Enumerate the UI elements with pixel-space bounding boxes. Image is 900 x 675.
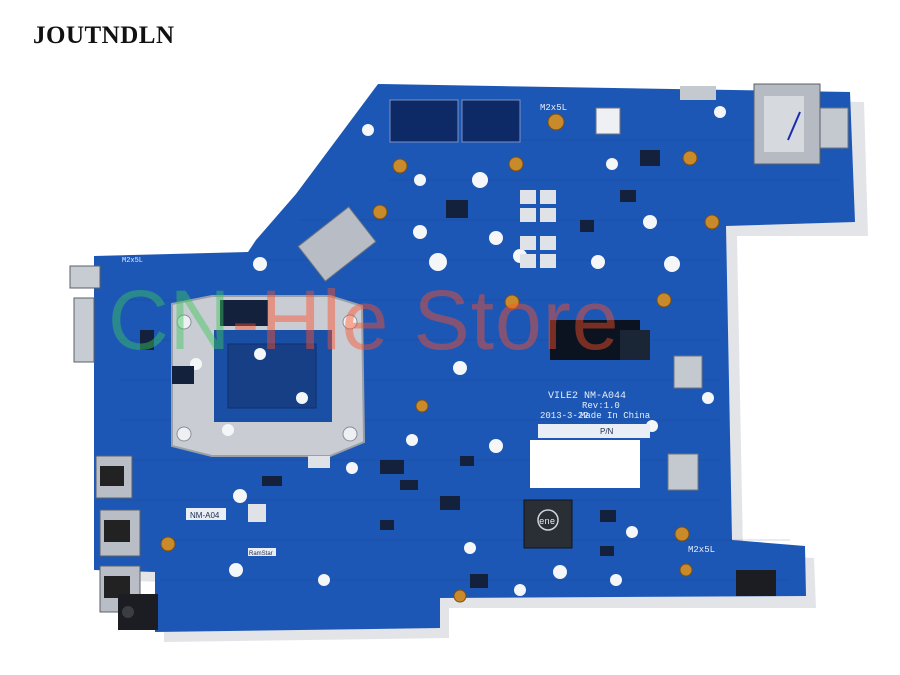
screw-label-left: M2x5L (122, 257, 143, 265)
maker-label-text: RamStar (249, 551, 273, 557)
board-model-text: VILE2 NM-A044 (548, 391, 626, 402)
pn-label-box (538, 424, 650, 438)
board-origin-text: Made In China (580, 411, 651, 421)
component-shields (248, 190, 556, 522)
pcb-board (94, 84, 855, 632)
chip-logo-text: ene (539, 517, 555, 527)
io-ports (69, 265, 776, 630)
connector-blocks (297, 83, 849, 491)
nm-label-text: NM-A04 (190, 511, 220, 520)
screw-label-top: M2x5L (540, 103, 567, 113)
cpu-bracket (171, 295, 366, 457)
board-date-text: 2013-3-22 (540, 411, 589, 421)
mounting-holes (190, 106, 726, 596)
copper-pads (160, 113, 720, 603)
nm-label-box (186, 508, 226, 520)
maker-label-box (248, 548, 276, 556)
pn-label-text: P/N (600, 427, 614, 436)
smd-components (140, 150, 660, 588)
ec-chip (523, 499, 573, 549)
board-revision-text: Rev:1.0 (582, 401, 620, 411)
board-cutout (530, 440, 640, 488)
brand-logo-text: JOUTNDLN (33, 22, 175, 49)
pen-mark (787, 111, 801, 141)
screw-label-right: M2x5L (688, 545, 715, 555)
